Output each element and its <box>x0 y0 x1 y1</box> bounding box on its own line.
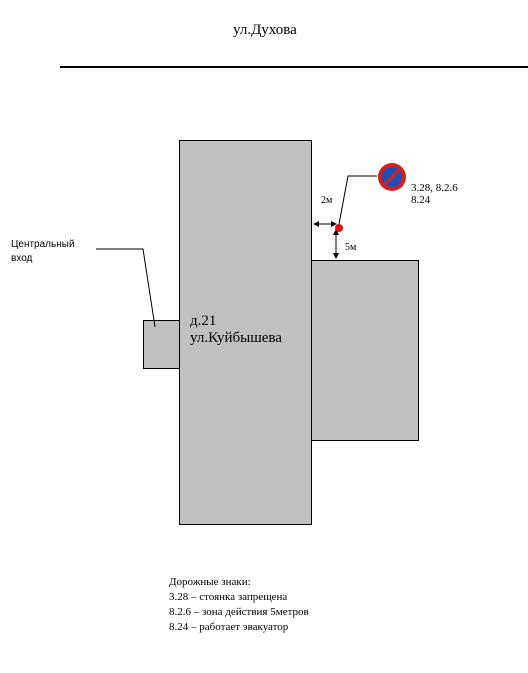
legend-item: 8.24 – работает эвакуатор <box>169 621 289 633</box>
entrance-label: Центральный вход <box>11 238 75 266</box>
entrance-label-line2: вход <box>11 253 33 264</box>
entrance-leader-line <box>96 248 156 328</box>
no-parking-sign-icon <box>378 163 406 191</box>
legend: Дорожные знаки: 3.28 – стоянка запрещена… <box>169 575 309 635</box>
street-name-top: ул.Духова <box>233 22 297 38</box>
sign-codes-line2: 8.24 <box>411 194 431 206</box>
building-main <box>179 140 312 525</box>
entrance-label-line1: Центральный <box>11 239 75 250</box>
sign-codes-line1: 3.28, 8.2.6 <box>411 182 458 194</box>
legend-item: 8.2.6 – зона действия 5метров <box>169 606 309 618</box>
street-edge-line <box>60 66 528 68</box>
dimension-5m-label: 5м <box>345 242 357 253</box>
legend-title: Дорожные знаки: <box>169 576 251 588</box>
sign-leader-line <box>338 175 377 225</box>
sign-codes: 3.28, 8.2.6 8.24 <box>411 182 458 206</box>
building-entrance-porch <box>143 320 180 369</box>
building-wing <box>311 260 419 441</box>
house-label: д.21 ул.Куйбышева <box>190 313 282 347</box>
house-street: ул.Куйбышева <box>190 330 282 346</box>
legend-item: 3.28 – стоянка запрещена <box>169 591 288 603</box>
house-number: д.21 <box>190 313 217 329</box>
dimension-2m-label: 2м <box>321 195 333 206</box>
sign-location-marker <box>335 224 343 232</box>
